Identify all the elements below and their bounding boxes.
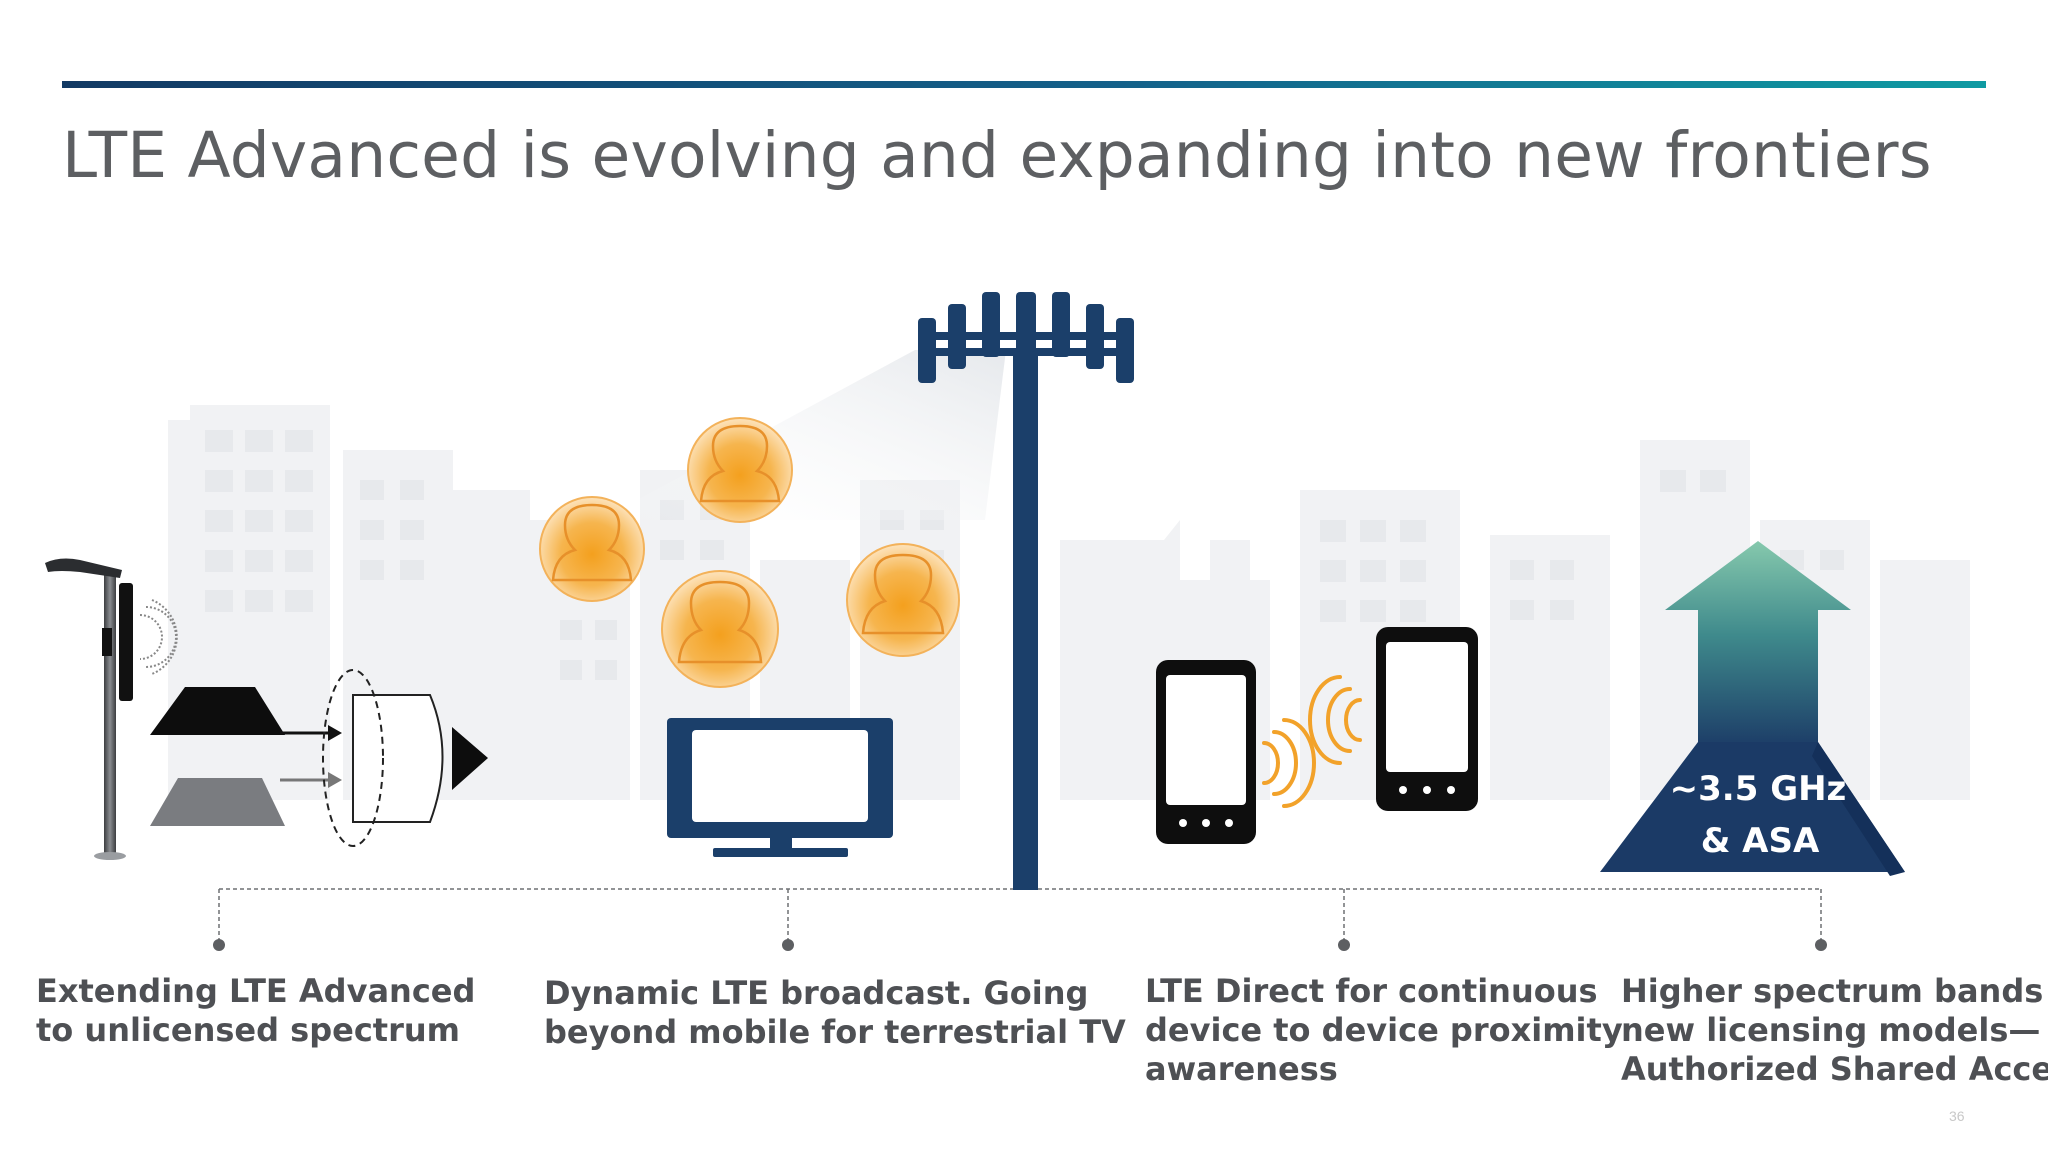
phone-right-icon xyxy=(1376,627,1478,811)
broadcast-beam xyxy=(600,350,1006,520)
caption-line: beyond mobile for terrestrial TV xyxy=(544,1013,1126,1051)
user-icon-3 xyxy=(661,570,779,688)
slide-title: LTE Advanced is evolving and expanding i… xyxy=(62,119,1932,192)
caption-line: device to device proximity xyxy=(1145,1011,1623,1049)
connector-dot-3 xyxy=(1338,939,1350,951)
spectrum-badge-line1: ~3.5 GHz xyxy=(1670,769,1847,809)
caption-line: Extending LTE Advanced xyxy=(36,972,476,1010)
connector-dot-4 xyxy=(1815,939,1827,951)
user-icon-4 xyxy=(846,543,960,657)
feature-caption-spectrum: Higher spectrum bands new licensing mode… xyxy=(1621,972,2048,1089)
tv-broadcast-icon xyxy=(667,718,893,857)
caption-line: to unlicensed spectrum xyxy=(36,1011,460,1049)
phone-left-icon xyxy=(1156,660,1256,844)
caption-line: Dynamic LTE broadcast. Going xyxy=(544,974,1089,1012)
spectrum-aggregation-icon xyxy=(150,669,488,847)
caption-line: LTE Direct for continuous xyxy=(1145,972,1598,1010)
cell-tower-icon xyxy=(918,292,1134,890)
connector-dot-1 xyxy=(213,939,225,951)
street-light-small-cell-icon xyxy=(45,558,178,860)
caption-line: Authorized Shared Access xyxy=(1621,1050,2048,1088)
user-icon-2 xyxy=(687,417,793,523)
feature-caption-unlicensed: Extending LTE Advanced to unlicensed spe… xyxy=(36,972,475,1050)
feature-connector-lines xyxy=(218,888,1822,940)
caption-line: Higher spectrum bands xyxy=(1621,972,2044,1010)
spectrum-badge-line2: & ASA xyxy=(1701,821,1820,861)
user-icon-1 xyxy=(539,496,645,602)
device-to-device-signal-icon xyxy=(1262,675,1362,808)
header-accent-bar xyxy=(62,81,1986,88)
feature-caption-broadcast: Dynamic LTE broadcast. Going beyond mobi… xyxy=(544,974,1126,1052)
caption-line: new licensing models— xyxy=(1621,1011,2041,1049)
connector-dot-2 xyxy=(782,939,794,951)
page-number: 36 xyxy=(1949,1108,1965,1124)
spectrum-arrow-icon: ~3.5 GHz & ASA xyxy=(1600,541,1905,876)
caption-line: awareness xyxy=(1145,1050,1338,1088)
feature-caption-lte-direct: LTE Direct for continuous device to devi… xyxy=(1145,972,1623,1089)
